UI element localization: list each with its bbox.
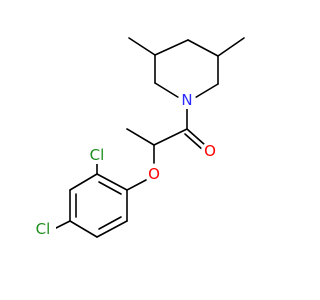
carbonyl-oxygen-label: O bbox=[204, 142, 216, 160]
bond-ring-4-5 bbox=[69, 220, 98, 238]
bond-c6-n bbox=[192, 83, 219, 100]
bond-c3-methyl bbox=[128, 37, 156, 56]
molecule-structure: N O O Cl Cl bbox=[31, 37, 245, 238]
top-chlorine-label-background bbox=[86, 146, 109, 164]
bond-oxygen-aryl bbox=[126, 179, 147, 191]
bond-carbonyl-double-2 bbox=[184, 133, 204, 151]
bonds bbox=[55, 37, 245, 238]
carbonyl-oxygen-label-background bbox=[201, 142, 219, 160]
bond-n-c2 bbox=[154, 82, 182, 100]
bond-alpha-methyl bbox=[126, 128, 155, 146]
bottom-chlorine-label: Cl bbox=[36, 220, 51, 238]
ether-oxygen-label: O bbox=[148, 165, 160, 183]
bond-carbonyl-alpha bbox=[153, 128, 188, 146]
bond-ring-2-3 bbox=[69, 173, 98, 191]
ether-oxygen-label-background bbox=[145, 165, 163, 183]
top-chlorine-label: Cl bbox=[90, 146, 105, 164]
atom-labels: N O O Cl Cl bbox=[31, 91, 219, 238]
bottom-chlorine-label-background bbox=[31, 220, 56, 238]
bond-c3-c4 bbox=[154, 39, 189, 56]
aromatic-inner-bond-3 bbox=[98, 216, 122, 230]
bond-ring-5-6 bbox=[96, 220, 128, 238]
bond-ring-1-2 bbox=[96, 173, 128, 191]
nitrogen-label-background bbox=[178, 91, 196, 109]
bond-c5-methyl bbox=[217, 37, 245, 57]
aromatic-inner-bond-1 bbox=[98, 181, 122, 195]
bond-ring-chlorine-bottom bbox=[55, 220, 71, 229]
nitrogen-label: N bbox=[181, 91, 192, 109]
bond-carbonyl-double-1 bbox=[186, 128, 206, 146]
bond-c4-c5 bbox=[187, 39, 219, 57]
